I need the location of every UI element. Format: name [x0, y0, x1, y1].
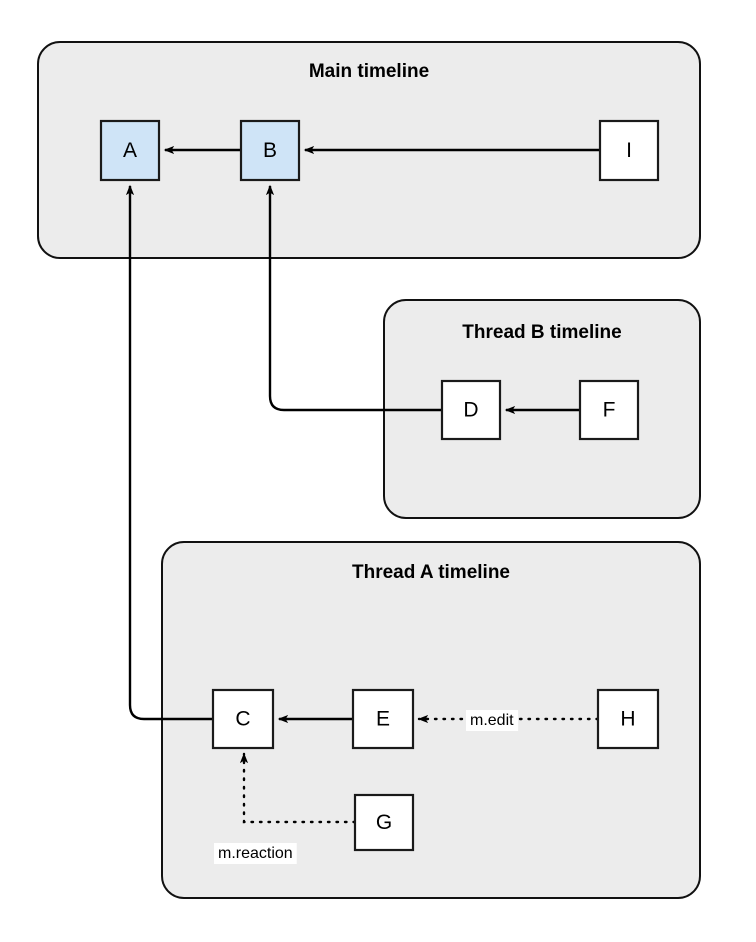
group-title-thread-a: Thread A timeline — [352, 562, 510, 583]
node-box-C[interactable] — [211, 688, 275, 750]
edge-label-bg-h-to-e — [466, 710, 519, 731]
node-box-F[interactable] — [578, 379, 640, 441]
edge-d-to-b — [265, 184, 442, 412]
edges — [125, 145, 600, 824]
node-label-A: A — [123, 139, 137, 162]
node-label-B: B — [263, 139, 277, 162]
node-box-A[interactable] — [99, 119, 161, 182]
node-box-H[interactable] — [596, 688, 660, 750]
node-C[interactable]: C — [211, 688, 275, 750]
node-I[interactable]: I — [598, 119, 660, 182]
node-label-F: F — [603, 399, 616, 422]
group-title-thread-b: Thread B timeline — [462, 322, 621, 343]
node-H[interactable]: H — [596, 688, 660, 750]
node-D[interactable]: D — [440, 379, 502, 441]
node-box-E[interactable] — [351, 688, 415, 750]
edge-label-h-to-e: m.edit — [470, 712, 514, 729]
edge-label-g-to-c: m.reaction — [218, 845, 293, 862]
node-E[interactable]: E — [351, 688, 415, 750]
node-box-I[interactable] — [598, 119, 660, 182]
edge-g-to-c — [239, 752, 357, 824]
edge-c-to-a — [125, 184, 213, 721]
node-F[interactable]: F — [578, 379, 640, 441]
group-title-main: Main timeline — [309, 61, 429, 82]
node-box-D[interactable] — [440, 379, 502, 441]
node-label-D: D — [463, 399, 478, 422]
node-label-I: I — [626, 139, 632, 162]
edge-labels: m.edit m.reaction — [214, 710, 519, 864]
nodes: A B I D F C E H G — [99, 119, 660, 852]
node-G[interactable]: G — [353, 793, 415, 852]
node-box-G[interactable] — [353, 793, 415, 852]
node-label-C: C — [235, 708, 250, 731]
node-A[interactable]: A — [99, 119, 161, 182]
node-label-H: H — [620, 708, 635, 731]
node-B[interactable]: B — [239, 119, 301, 182]
node-label-G: G — [376, 811, 392, 834]
node-label-E: E — [376, 708, 390, 731]
edge-label-bg-g-to-c — [214, 843, 297, 864]
node-box-B[interactable] — [239, 119, 301, 182]
